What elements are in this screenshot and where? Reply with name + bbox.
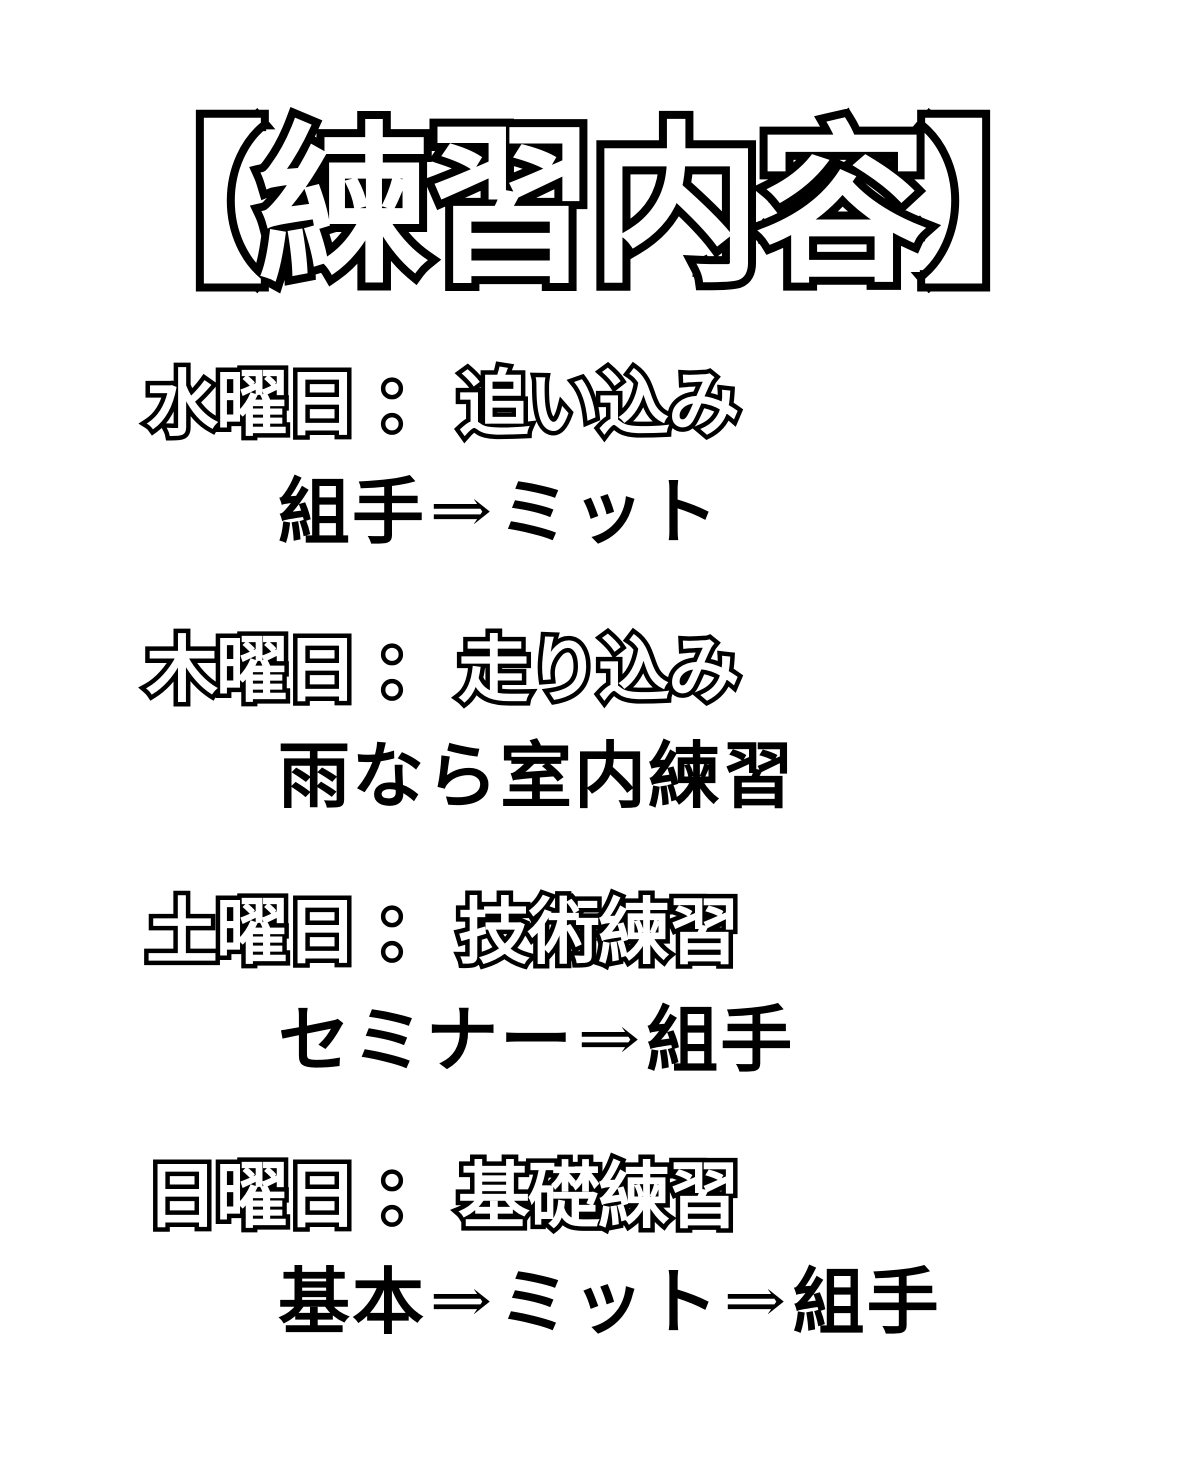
day-label: 木曜日 xyxy=(141,628,362,712)
focus-label: 基礎練習 xyxy=(454,1154,745,1238)
arrow-right-icon: ⇒ xyxy=(723,1266,790,1336)
day-label: 日曜日 xyxy=(141,1154,362,1238)
schedule-heading: 水曜日：追い込み xyxy=(141,362,744,446)
schedule-heading: 日曜日：基礎練習 xyxy=(141,1154,744,1238)
schedule-detail: 組手⇒ミット xyxy=(278,476,720,548)
detail-step: ミット xyxy=(498,1259,721,1344)
detail-step: 基本 xyxy=(278,1259,427,1344)
schedule-detail: セミナー⇒組手 xyxy=(278,1004,794,1076)
schedule-detail: 雨なら室内練習 xyxy=(278,740,796,812)
arrow-right-icon: ⇒ xyxy=(429,1266,495,1336)
detail-step: 組手 xyxy=(792,1259,941,1344)
detail-step: 組手 xyxy=(646,997,795,1082)
focus-label: 走り込み xyxy=(454,628,745,712)
schedule-heading: 木曜日：走り込み xyxy=(141,628,744,712)
arrow-right-icon: ⇒ xyxy=(577,1004,643,1074)
arrow-right-icon: ⇒ xyxy=(429,476,495,546)
separator: ： xyxy=(370,890,451,974)
separator: ： xyxy=(370,628,451,712)
detail-step: セミナー xyxy=(278,997,575,1082)
detail-step: 雨なら室内練習 xyxy=(278,733,797,818)
schedule-detail: 基本⇒ミット⇒組手 xyxy=(278,1266,941,1338)
day-label: 土曜日 xyxy=(141,890,362,974)
page-title: 【練習内容】 xyxy=(84,106,1102,307)
focus-label: 追い込み xyxy=(454,362,745,446)
day-label: 水曜日 xyxy=(141,362,362,446)
separator: ： xyxy=(370,1154,451,1238)
detail-step: ミット xyxy=(498,469,721,554)
schedule-heading: 土曜日：技術練習 xyxy=(141,890,744,974)
focus-label: 技術練習 xyxy=(454,890,745,974)
detail-step: 組手 xyxy=(278,469,427,554)
separator: ： xyxy=(370,362,451,446)
